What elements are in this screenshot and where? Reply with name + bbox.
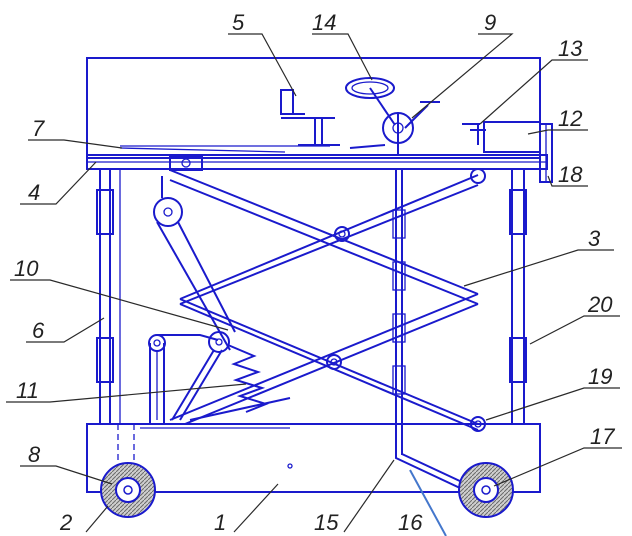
label-13: 13 [558, 36, 583, 61]
label-10: 10 [14, 256, 39, 281]
label-19: 19 [588, 364, 612, 389]
slider-block [169, 155, 203, 171]
label-15: 15 [314, 510, 339, 535]
label-18: 18 [558, 162, 583, 187]
label-12: 12 [558, 106, 582, 131]
steering-wheel [345, 77, 396, 126]
label-8: 8 [28, 442, 41, 467]
right-post [509, 169, 527, 424]
slider-pin [181, 158, 191, 168]
label-9: 9 [484, 10, 496, 35]
label-17: 17 [590, 424, 615, 449]
control-lever [462, 123, 486, 145]
upper-frame [86, 57, 541, 159]
lever-post [148, 334, 219, 424]
label-4: 4 [28, 180, 40, 205]
label-14: 14 [312, 10, 336, 35]
left-wheel [100, 462, 156, 518]
label-6: 6 [32, 318, 45, 343]
seat [280, 89, 340, 146]
label-5: 5 [232, 10, 245, 35]
label-16: 16 [398, 510, 423, 535]
base-frame [86, 423, 541, 493]
right-wheel [458, 462, 514, 518]
label-20: 20 [587, 292, 613, 317]
label-2: 2 [59, 510, 72, 535]
base-dot [287, 463, 293, 469]
label-11: 11 [16, 378, 39, 403]
leader-lines [6, 33, 622, 536]
callout-labels: 5 14 9 13 12 7 4 18 3 10 6 20 11 19 8 17… [14, 10, 615, 535]
label-7: 7 [32, 116, 45, 141]
motor-box [483, 121, 541, 153]
control-rod [392, 169, 490, 489]
spring-linkage [171, 331, 291, 421]
scissor-mechanism [169, 169, 479, 431]
steering-column [349, 101, 440, 155]
label-3: 3 [588, 226, 601, 251]
cable-pulley [153, 176, 236, 351]
upper-roller [470, 168, 486, 184]
label-1: 1 [214, 510, 226, 535]
rail-line [119, 147, 286, 153]
